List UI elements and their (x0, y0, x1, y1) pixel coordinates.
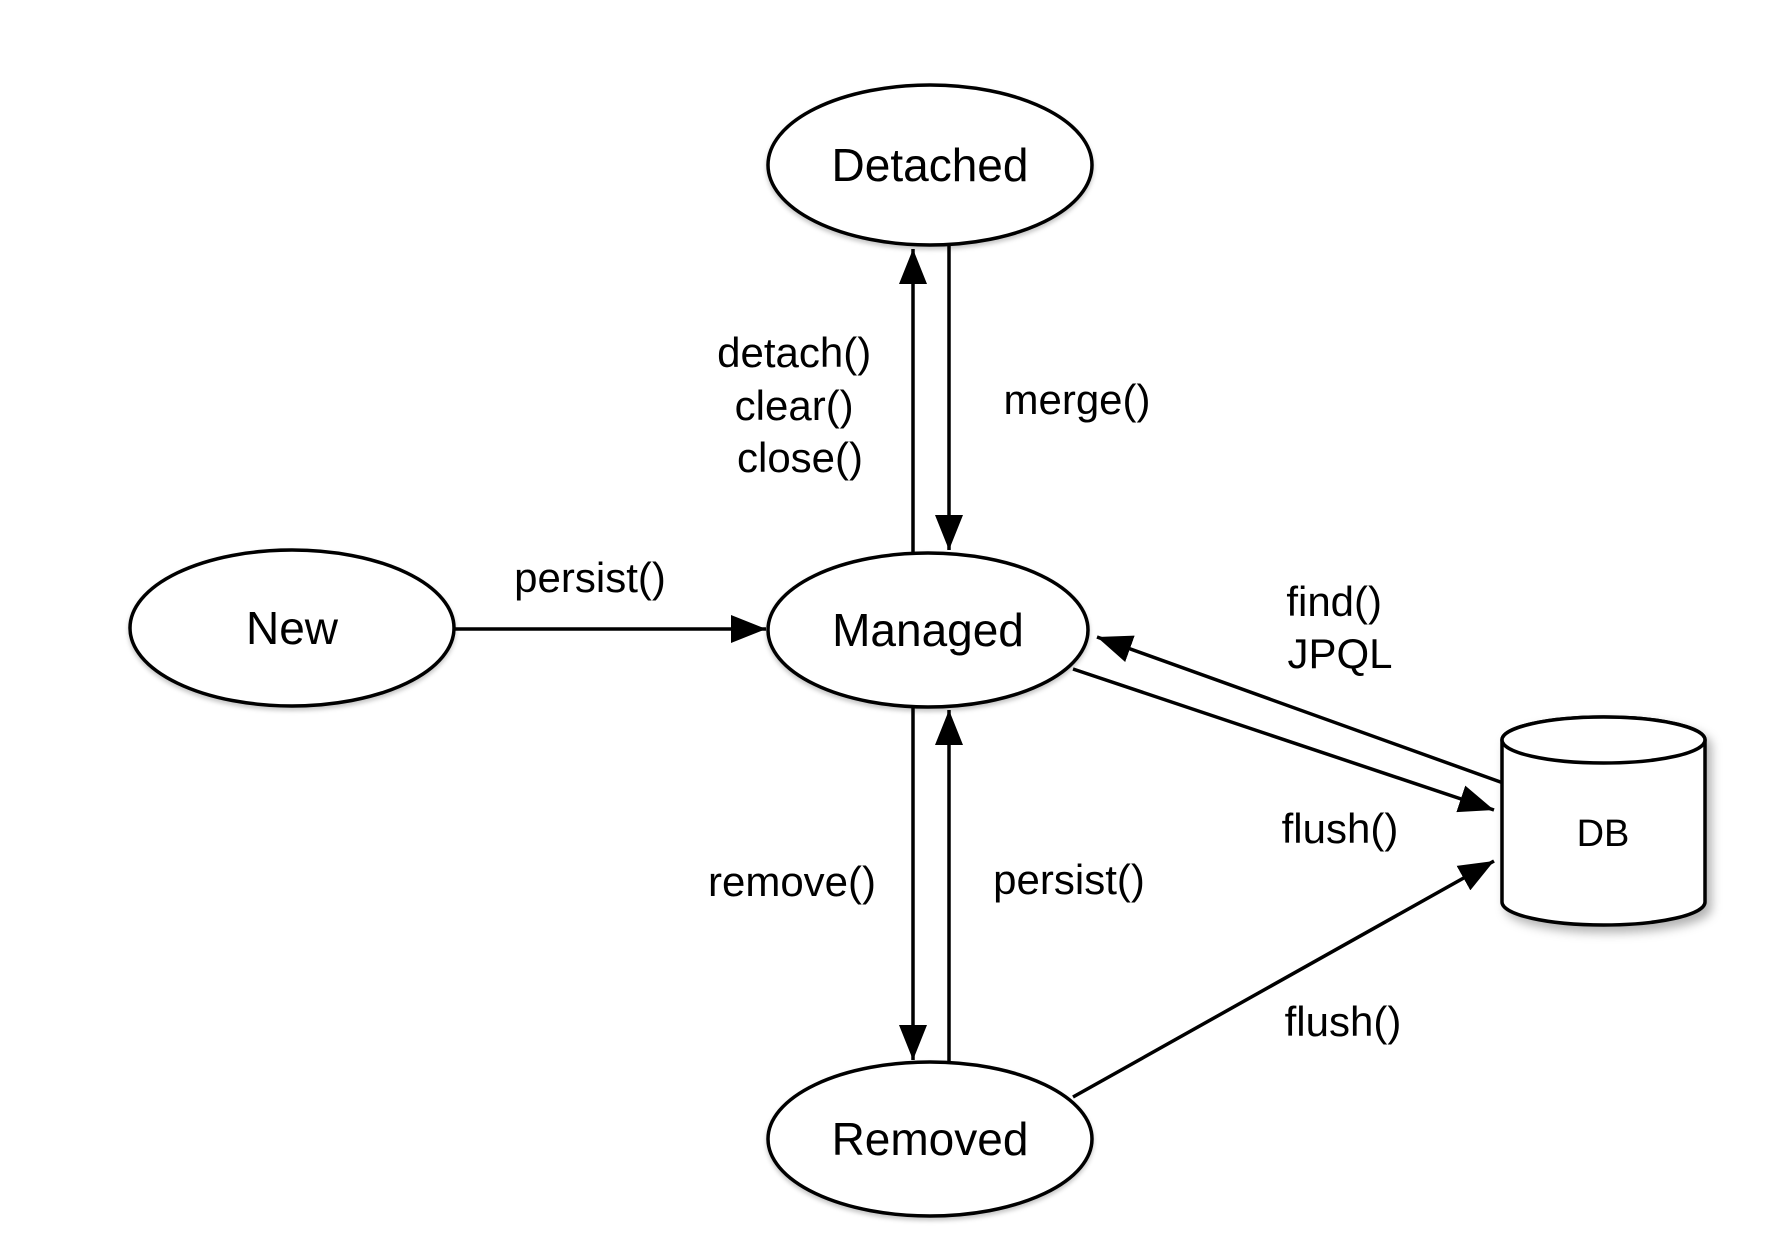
node-managed-label: Managed (832, 604, 1024, 656)
edge-removed-to-managed-label: persist() (993, 856, 1145, 903)
node-new-label: New (246, 602, 339, 654)
edge-managed-to-db-arrow (1072, 667, 1495, 813)
node-detached: Detached (766, 83, 1094, 247)
db-cylinder-top (1500, 715, 1707, 765)
edge-managed-to-detached-label-line1: detach() (717, 329, 871, 376)
node-managed: Managed (766, 551, 1090, 709)
node-db-label: DB (1577, 813, 1630, 855)
edge-removed-to-db-label: flush() (1285, 998, 1402, 1045)
edge-db-to-managed-label-line1: find() (1286, 578, 1382, 625)
edge-new-to-managed-label: persist() (514, 554, 666, 601)
edge-managed-to-db: flush() (1072, 667, 1495, 852)
edge-new-to-managed: persist() (455, 554, 766, 643)
node-removed: Removed (766, 1060, 1094, 1218)
edge-managed-to-removed-label: remove() (708, 858, 876, 905)
node-detached-label: Detached (832, 139, 1029, 191)
edge-removed-to-managed: persist() (935, 710, 1145, 1062)
node-db: DB (1500, 715, 1707, 927)
node-detached-shape (766, 83, 1094, 247)
edge-removed-to-db-arrow (1072, 859, 1495, 1099)
edge-db-to-managed-label-line2: JPQL (1287, 630, 1392, 677)
node-removed-label: Removed (832, 1113, 1029, 1165)
edge-managed-to-db-label: flush() (1282, 805, 1399, 852)
edge-removed-to-db: flush() (1072, 859, 1495, 1099)
edge-managed-to-detached-label-line2: clear() (735, 382, 854, 429)
node-new-shape (128, 548, 456, 708)
edge-detached-to-managed: merge() (935, 244, 1151, 550)
edge-detached-to-managed-label: merge() (1003, 376, 1150, 423)
node-removed-shape (766, 1060, 1094, 1218)
edge-db-to-managed-label: find() JPQL (1286, 578, 1393, 677)
edge-managed-to-detached-label: detach() clear() close() (717, 329, 883, 481)
node-managed-shape (766, 551, 1090, 709)
edge-db-to-managed: find() JPQL (1096, 578, 1507, 786)
node-new: New (128, 548, 456, 708)
edge-managed-to-removed: remove() (708, 706, 927, 1060)
edge-managed-to-detached-label-line3: close() (737, 434, 863, 481)
edge-managed-to-detached: detach() clear() close() (717, 249, 927, 554)
edge-db-to-managed-arrow (1096, 635, 1507, 786)
